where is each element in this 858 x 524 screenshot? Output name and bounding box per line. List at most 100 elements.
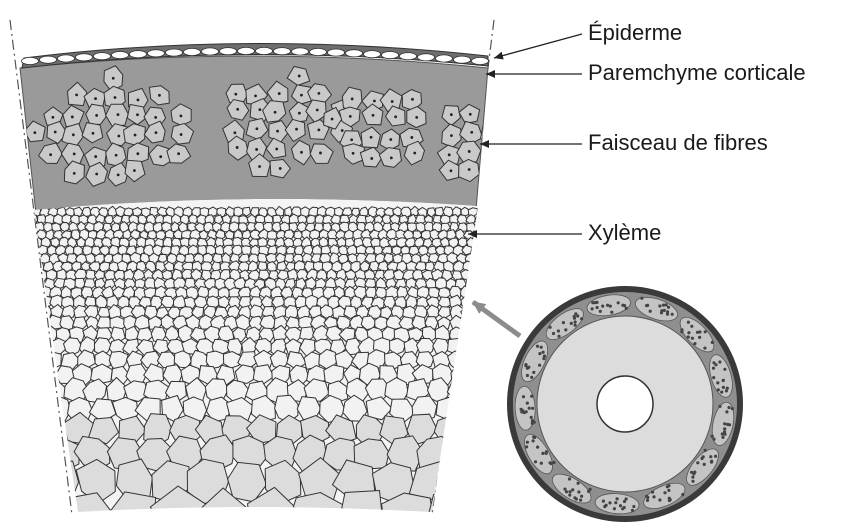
epidermis-cell xyxy=(202,48,219,55)
inset-fibre-dot xyxy=(704,449,707,452)
xylem-cell xyxy=(471,288,482,300)
inset-fibre-dot xyxy=(721,436,724,439)
inset-fibre-dot xyxy=(667,484,670,487)
epidermis-cell xyxy=(382,52,399,59)
xylem-cell xyxy=(464,352,483,370)
inset-fibre-dot xyxy=(613,507,616,510)
inset-pith xyxy=(597,376,653,432)
epidermis-cell xyxy=(274,48,291,55)
xylem-cell xyxy=(446,438,484,473)
inset-fibre-dot xyxy=(723,368,726,371)
xylem-cell xyxy=(450,460,490,505)
cell-nucleus xyxy=(137,99,140,102)
cell-nucleus xyxy=(450,169,453,172)
cell-nucleus xyxy=(489,133,492,136)
cell-nucleus xyxy=(233,131,236,134)
xylem-cell xyxy=(458,415,492,444)
cell-nucleus xyxy=(448,153,451,156)
inset-fibre-dot xyxy=(596,306,599,309)
epidermis-cell xyxy=(472,57,489,64)
inset-fibre-dot xyxy=(557,335,560,338)
inset-fibre-dot xyxy=(599,310,602,313)
inset-fibre-dot xyxy=(568,477,571,480)
inset-fibre-dot xyxy=(552,332,555,335)
inset-fibre-dot xyxy=(595,301,598,304)
cell-nucleus xyxy=(180,133,183,136)
cell-nucleus xyxy=(236,146,239,149)
inset-fibre-dot xyxy=(711,435,714,438)
xylem-cell xyxy=(223,352,240,369)
inset-fibre-dot xyxy=(660,311,663,314)
inset-fibre-dot xyxy=(530,395,533,398)
xylem-cell xyxy=(339,491,383,524)
cell-nucleus xyxy=(390,156,393,159)
cell-nucleus xyxy=(350,138,353,141)
cell-nucleus xyxy=(275,148,278,151)
inset-fibre-dot xyxy=(687,321,690,324)
inset-fibre-dot xyxy=(577,490,580,493)
inset-fibre-dot xyxy=(526,367,529,370)
cell-nucleus xyxy=(115,154,118,157)
inset-fibre-dot xyxy=(525,445,528,448)
cell-nucleus xyxy=(180,115,183,118)
inset-fibre-dot xyxy=(531,419,534,422)
epidermis-cell xyxy=(148,50,165,57)
cell-nucleus xyxy=(391,100,394,103)
xylem-cell xyxy=(26,270,37,280)
cell-nucleus xyxy=(352,152,355,155)
epidermis-cell xyxy=(76,54,93,61)
xylem-cell xyxy=(24,207,34,217)
inset-fibre-dot xyxy=(731,407,734,410)
inset-fibre-dot xyxy=(646,499,649,502)
inset-fibre-dot xyxy=(520,408,523,411)
inset-fibre-dot xyxy=(538,364,541,367)
xylem-cell xyxy=(26,380,47,402)
inset-fibre-dot xyxy=(526,441,529,444)
cell-nucleus xyxy=(411,98,414,101)
cell-nucleus xyxy=(73,153,76,156)
inset-fibre-dot xyxy=(573,496,576,499)
xylem-cell xyxy=(26,223,35,232)
xylem-cell xyxy=(451,366,470,384)
inset-fibre-dot xyxy=(549,326,552,329)
inset-fibre-dot xyxy=(712,367,715,370)
cell-nucleus xyxy=(256,127,259,130)
inset-fibre-dot xyxy=(669,498,672,501)
cell-nucleus xyxy=(468,168,471,171)
cell-nucleus xyxy=(389,138,392,141)
label-parenchyme: Paremchyme corticale xyxy=(588,62,806,84)
inset-fibre-dot xyxy=(610,311,613,314)
inset-fibre-dot xyxy=(726,423,729,426)
cell-nucleus xyxy=(112,77,115,80)
cell-nucleus xyxy=(51,116,54,119)
inset-fibre-dot xyxy=(721,432,724,435)
epidermis-cell xyxy=(454,56,471,63)
xylem-cell xyxy=(28,350,45,370)
epidermis-cell xyxy=(58,55,75,62)
xylem-cell xyxy=(24,278,35,289)
inset-fibre-dot xyxy=(576,314,579,317)
cell-nucleus xyxy=(92,132,95,135)
epidermis-cell xyxy=(364,51,381,58)
cell-nucleus xyxy=(155,131,158,134)
epidermis-cell xyxy=(418,54,435,61)
epidermis-cell xyxy=(184,48,201,55)
cell-nucleus xyxy=(413,152,416,155)
xylem-cell xyxy=(482,230,491,240)
cell-nucleus xyxy=(415,116,418,119)
inset-fibre-dot xyxy=(671,313,674,316)
xylem-cell xyxy=(480,270,491,280)
inset-fibre-dot xyxy=(687,335,690,338)
cell-nucleus xyxy=(351,98,354,101)
inset-fibre-dot xyxy=(703,347,706,350)
inset-fibre-dot xyxy=(528,407,531,410)
inset-fibre-dot xyxy=(532,439,535,442)
inset-fibre-dot xyxy=(687,331,690,334)
inset-fibre-dot xyxy=(580,495,583,498)
cell-nucleus xyxy=(136,113,139,116)
xylem-cell xyxy=(148,231,157,240)
inset-fibre-dot xyxy=(714,455,717,458)
cell-nucleus xyxy=(158,94,161,97)
inset-fibre-dot xyxy=(571,488,574,491)
cell-nucleus xyxy=(236,108,239,111)
